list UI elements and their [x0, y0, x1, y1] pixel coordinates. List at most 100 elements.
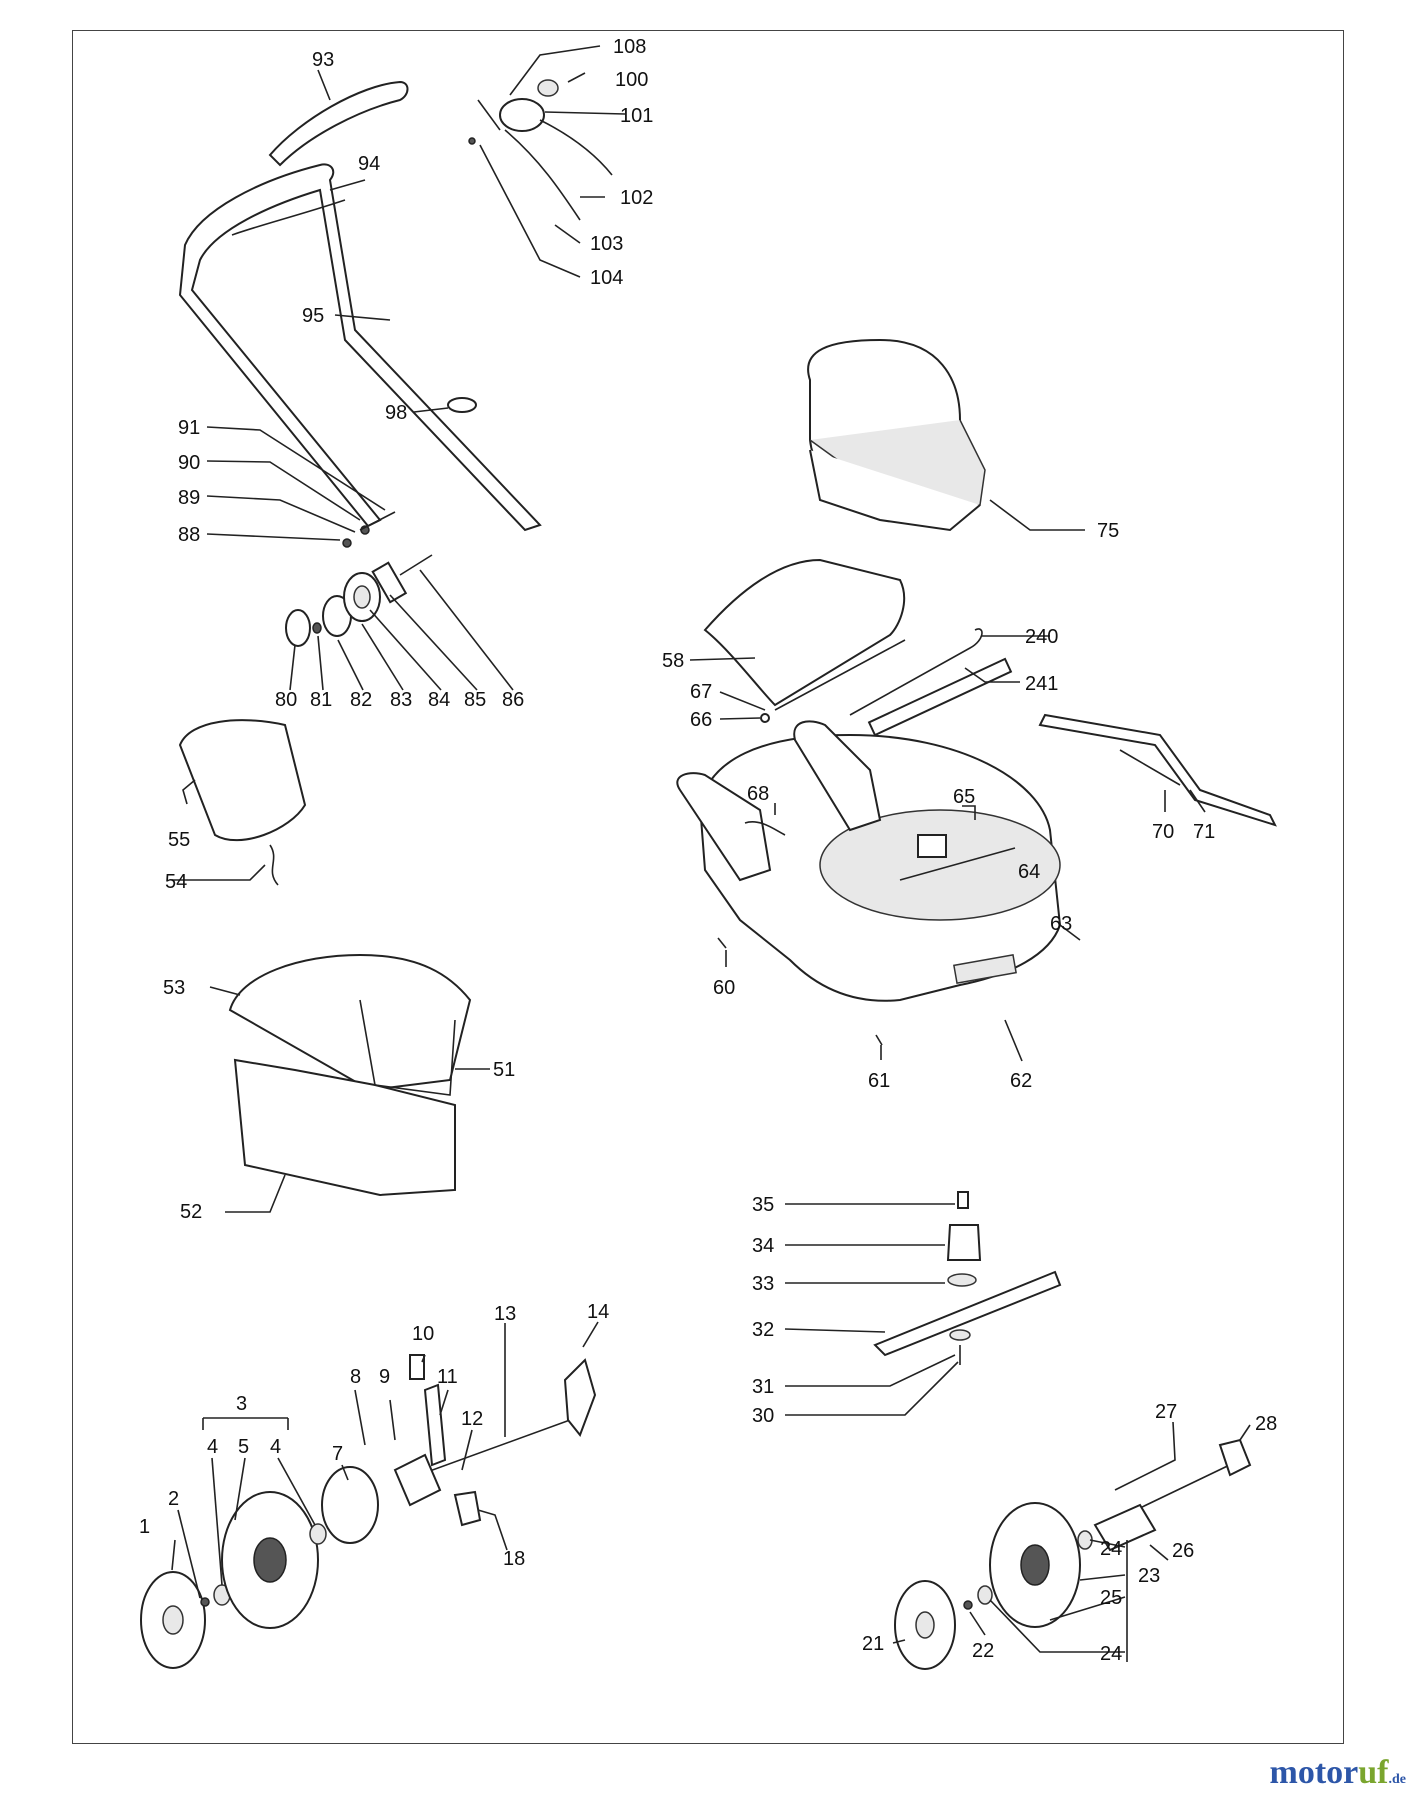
blade-assembly: [873, 1191, 1062, 1365]
callout-label: 18: [503, 1548, 525, 1570]
callout-label: 24: [1100, 1538, 1122, 1560]
callout-label: 83: [390, 689, 412, 711]
pin-104: [468, 137, 476, 145]
hubcap-1-center: [162, 1605, 184, 1635]
cable-clip-98: [447, 397, 477, 413]
callout-label: 9: [379, 1366, 390, 1388]
plate-10: [409, 1354, 425, 1380]
rear-axle-group: [894, 1438, 1252, 1670]
handle-grip-93: [268, 80, 409, 167]
callout-label: 80: [275, 689, 297, 711]
cable-103: [504, 129, 581, 221]
callout-label: 85: [464, 689, 486, 711]
bearing-24-upper: [1077, 1530, 1093, 1550]
hubcap-21-center: [915, 1611, 935, 1639]
throttle-control: [468, 72, 613, 221]
rear-wheel-hub: [1020, 1544, 1050, 1586]
spring-rod-240: [849, 628, 983, 716]
callout-label: 61: [868, 1070, 890, 1092]
grass-catcher: [228, 953, 472, 1197]
callout-label: 103: [590, 233, 623, 255]
callout-label: 64: [1018, 861, 1040, 883]
callout-label: 31: [752, 1376, 774, 1398]
bolt-86: [399, 554, 433, 576]
clip-18: [453, 1490, 482, 1527]
washer-31: [949, 1329, 971, 1341]
callout-label: 89: [178, 487, 200, 509]
callout-label: 24: [1100, 1643, 1122, 1665]
spring-68: [744, 821, 786, 836]
callout-label: 70: [1152, 821, 1174, 843]
callout-label: 1: [139, 1516, 150, 1538]
washer-81: [312, 622, 322, 634]
washer-2: [200, 1597, 210, 1607]
catcher-top-53: [228, 953, 472, 1092]
callout-label: 71: [1193, 821, 1215, 843]
callout-label: 63: [1050, 913, 1072, 935]
engine-75: [807, 338, 986, 532]
height-adjust-group: [285, 511, 433, 647]
callout-label: 26: [1172, 1540, 1194, 1562]
callout-label: 52: [180, 1201, 202, 1223]
callout-label: 102: [620, 187, 653, 209]
callout-label: 4: [270, 1436, 281, 1458]
key-35: [957, 1191, 969, 1209]
clip-66: [760, 713, 770, 723]
callout-label: 14: [587, 1301, 609, 1323]
rear-flap-58: [703, 558, 906, 707]
bracket-28: [1218, 1438, 1252, 1477]
callout-label: 13: [494, 1303, 516, 1325]
engine-base: [809, 449, 981, 532]
label-62: [953, 954, 1017, 984]
adapter-34: [946, 1224, 982, 1261]
callout-label: 10: [412, 1323, 434, 1345]
washer-33: [947, 1273, 977, 1287]
callout-label: 51: [493, 1059, 515, 1081]
flap-rod-58: [774, 639, 906, 711]
lever-90-91: [359, 511, 396, 531]
callout-label: 22: [972, 1640, 994, 1662]
callout-label: 23: [1138, 1565, 1160, 1587]
front-wheel-group: [140, 1491, 327, 1669]
callout-label: 82: [350, 689, 372, 711]
callout-label: 32: [752, 1319, 774, 1341]
handle-assembly: [178, 80, 542, 532]
side-cover-55: [178, 719, 307, 842]
callout-label: 90: [178, 452, 200, 474]
lever-9-11: [423, 1383, 447, 1467]
logo-text-part2: uf: [1358, 1754, 1389, 1791]
callout-label: 12: [461, 1408, 483, 1430]
callout-label: 65: [953, 786, 975, 808]
deck-arm-right: [793, 720, 882, 832]
callout-label: 98: [385, 402, 407, 424]
callout-label: 84: [428, 689, 450, 711]
wheel-5-hub: [253, 1537, 287, 1583]
callout-label: 100: [615, 69, 648, 91]
gear-inner-83: [353, 585, 371, 609]
callout-label: 25: [1100, 1587, 1122, 1609]
bearing-24-lower: [977, 1585, 993, 1605]
callout-label: 93: [312, 49, 334, 71]
callout-label: 108: [613, 36, 646, 58]
watermark-logo: motoruf.de: [1270, 1754, 1406, 1792]
callout-label: 55: [168, 829, 190, 851]
lever-71: [1038, 713, 1277, 827]
callout-label: 4: [207, 1436, 218, 1458]
side-flap-group: [178, 719, 307, 886]
deck-arm-left: [676, 772, 772, 882]
callout-label: 54: [165, 871, 187, 893]
bracket-8-12: [393, 1453, 442, 1507]
leader-lines: [171, 45, 1251, 1662]
logo-tld: .de: [1388, 1772, 1407, 1787]
callout-label: 240: [1025, 626, 1058, 648]
spring-70: [1119, 749, 1181, 786]
callout-label: 66: [690, 709, 712, 731]
cable-102: [539, 119, 613, 176]
bolt-61: [875, 1034, 883, 1046]
washer-22: [963, 1600, 973, 1610]
callout-label: 81: [310, 689, 332, 711]
bracket-85: [371, 561, 408, 604]
callout-label: 11: [437, 1366, 458, 1388]
callout-label: 30: [752, 1405, 774, 1427]
